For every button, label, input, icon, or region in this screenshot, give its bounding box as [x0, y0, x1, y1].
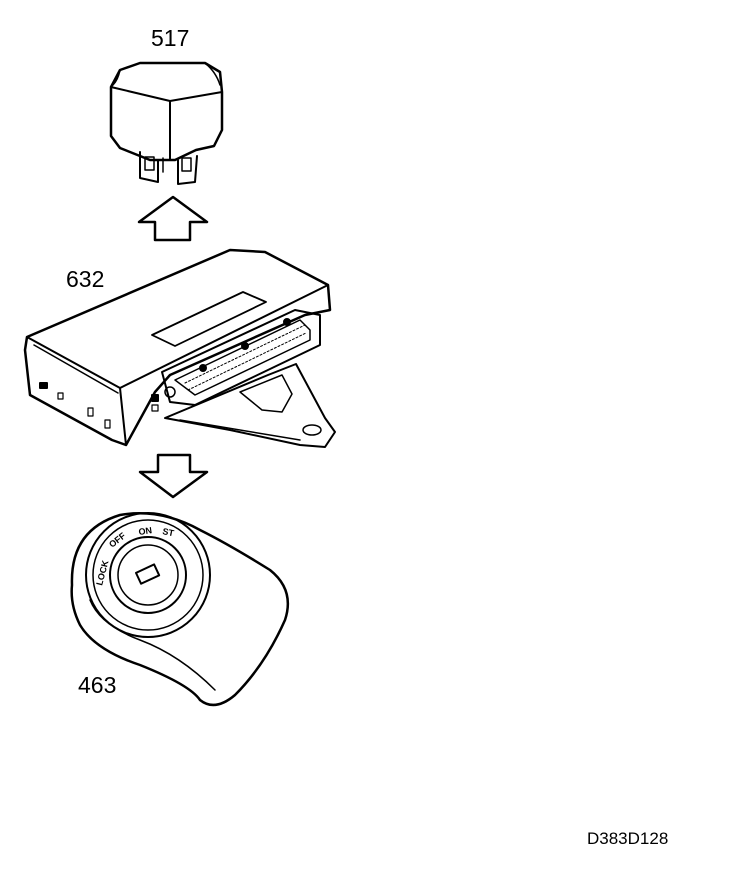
arrow-up-icon — [137, 195, 209, 242]
drawing-reference: D383D128 — [587, 829, 669, 848]
control-module-illustration — [23, 248, 336, 448]
part-number-ignition-switch: 463 — [78, 672, 117, 698]
ignition-switch-illustration: LOCK OFF ON ST — [70, 512, 290, 707]
ignition-position-on: ON — [138, 525, 153, 537]
ignition-position-st: ST — [162, 526, 176, 538]
arrow-down-icon — [138, 453, 209, 499]
part-number-relay: 517 — [151, 25, 190, 51]
ignition-position-off: OFF — [107, 530, 128, 549]
relay-illustration — [109, 61, 224, 185]
ignition-position-lock: LOCK — [94, 559, 110, 587]
part-number-control-module: 632 — [66, 266, 105, 292]
